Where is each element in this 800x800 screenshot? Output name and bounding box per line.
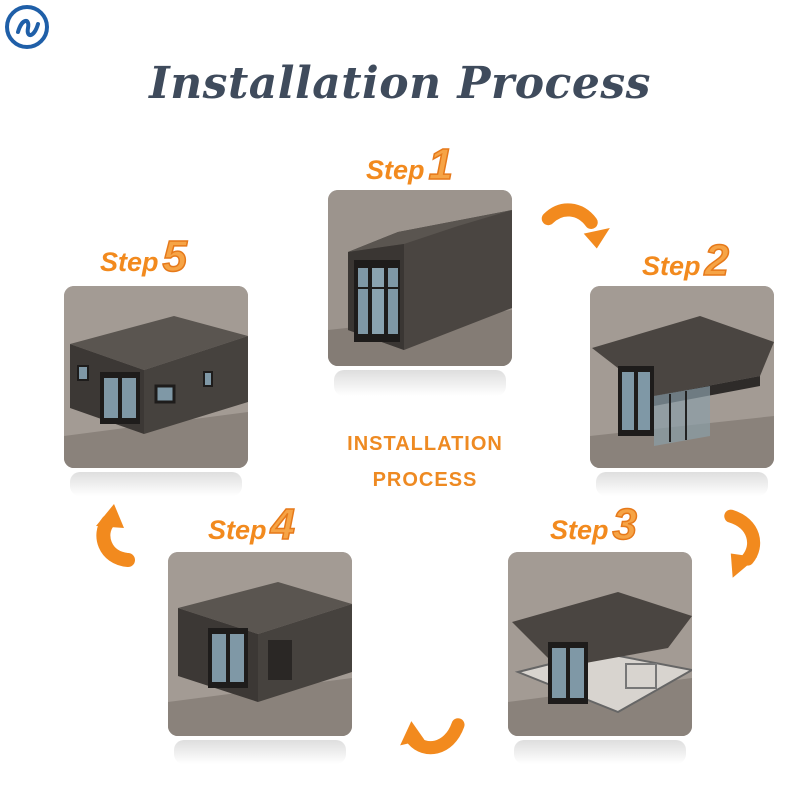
step-4-image [168,552,352,736]
center-caption-line-1: INSTALLATION [347,433,503,455]
step-1-image [328,190,512,366]
curved-arrow-icon [541,203,610,249]
step-2-word: Step [642,251,701,281]
step-5-label: Step 5 [100,231,188,282]
step-5-image [64,286,248,468]
step-2-image [590,286,774,468]
step-1-reflection [334,370,506,396]
curved-arrow-icon [400,718,465,755]
step-5-word: Step [100,247,159,277]
step-1-number: 1 [428,139,454,190]
step-3-word: Step [550,515,609,545]
step-3-number: 3 [612,499,638,550]
step-2-reflection [596,472,768,496]
step-4-reflection [174,740,346,764]
step-3-label: Step 3 [550,499,638,550]
curved-arrow-icon [724,509,761,578]
step-3-image [508,552,692,736]
step-4-word: Step [208,515,267,545]
brand-logo-icon [5,5,49,49]
step-4-label: Step 4 [208,499,296,550]
step-3-reflection [514,740,686,764]
page-title: Installation Process [149,58,651,109]
step-5-reflection [70,472,242,496]
step-4-number: 4 [270,499,296,550]
curved-arrow-icon [96,504,135,567]
step-2-label: Step 2 [642,235,730,286]
center-caption-line-2: PROCESS [372,469,478,491]
step-2-number: 2 [704,235,730,286]
step-1-label: Step 1 [366,139,454,190]
step-1-word: Step [366,155,425,185]
center-caption: INSTALLATION PROCESS [300,426,550,498]
step-5-number: 5 [162,231,188,282]
